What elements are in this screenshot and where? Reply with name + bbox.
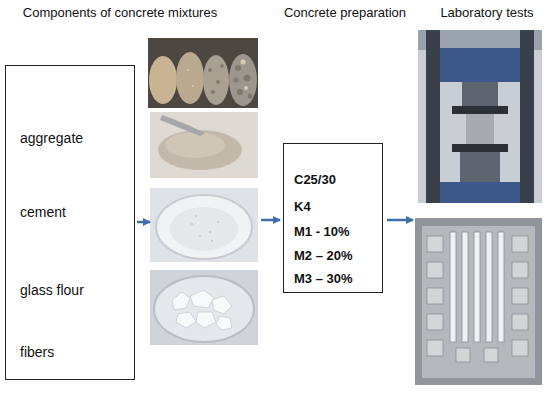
node-text: cement [20, 204, 66, 220]
node-text: C25/30 [294, 172, 336, 188]
fibers-photo [150, 270, 258, 345]
node-text: M2 – 20% [294, 248, 353, 264]
node-text: glass flour [20, 282, 84, 298]
node-text: K4 [294, 199, 311, 215]
curing-chamber-photo [415, 218, 542, 385]
node-text: M3 – 30% [294, 271, 353, 287]
glass-flour-photo [150, 188, 258, 262]
column-heading: Concrete preparation [284, 5, 406, 20]
testing-machine-photo [418, 30, 542, 203]
column-heading: Laboratory tests [440, 5, 533, 20]
mixture-box: C25/30K4 M1 - 10% M2 – 20% M3 – 30% [283, 143, 383, 293]
node-text: fibers [20, 344, 54, 360]
cement-photo [150, 112, 258, 178]
column-heading: Components of concrete mixtures [23, 5, 217, 20]
component-list-box: aggregate cement glass flour fibers [5, 65, 135, 380]
flow-arrow [137, 220, 413, 222]
node-text: aggregate [20, 130, 83, 146]
aggregate-photo [148, 38, 258, 108]
node-text: M1 - 10% [294, 224, 350, 240]
